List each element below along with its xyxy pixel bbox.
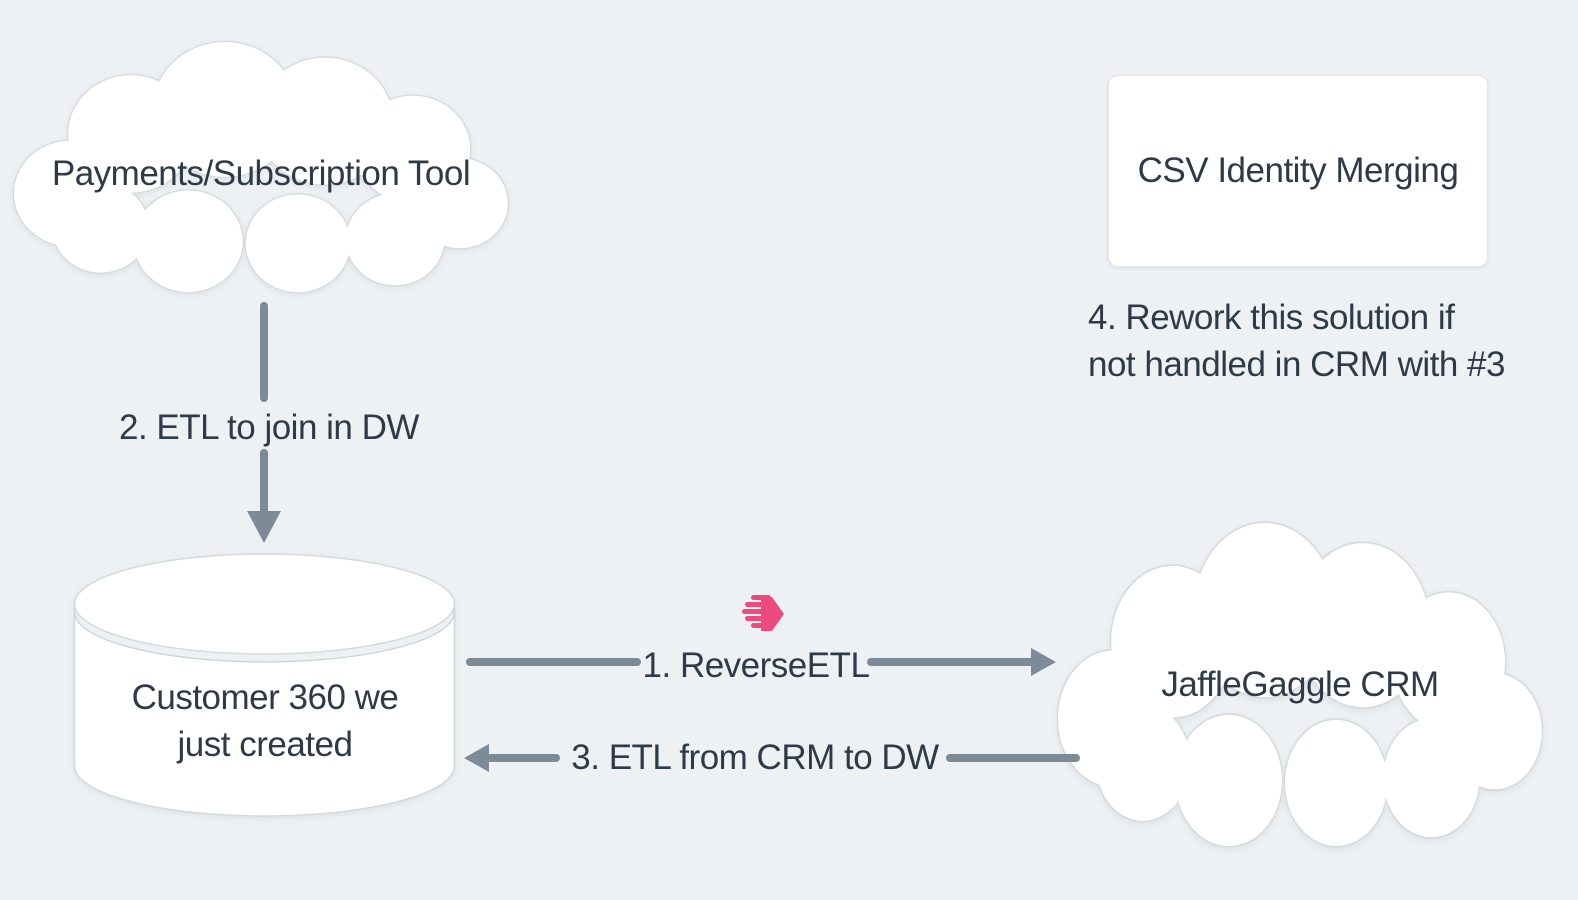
etl-return-edge-label: 3. ETL from CRM to DW — [571, 738, 939, 777]
csv-merging-label: CSV Identity Merging — [1137, 151, 1459, 190]
rework-note-line1: 4. Rework this solution if — [1088, 298, 1455, 337]
crm-cloud-label: JaffleGaggle CRM — [1161, 664, 1439, 704]
etl-down-arrow — [247, 302, 281, 543]
rework-note: 4. Rework this solution if not handled i… — [1088, 294, 1505, 388]
warehouse-label-line1: Customer 360 we — [131, 678, 399, 717]
census-logo-icon — [742, 595, 784, 631]
reverse-etl-edge-label: 1. ReverseETL — [642, 646, 870, 685]
warehouse-label-line2: just created — [177, 725, 353, 764]
payments-cloud-label: Payments/Subscription Tool — [51, 154, 471, 193]
warehouse-cylinder-label: Customer 360 we just created — [72, 674, 458, 768]
etl-join-edge-label: 2. ETL to join in DW — [119, 408, 419, 447]
csv-merging-box — [1108, 75, 1488, 267]
etl-return-arrow — [464, 744, 1080, 772]
reverse-etl-arrow — [466, 648, 1056, 676]
warehouse-cylinder-shape — [73, 553, 456, 817]
rework-note-line2: not handled in CRM with #3 — [1088, 345, 1505, 384]
